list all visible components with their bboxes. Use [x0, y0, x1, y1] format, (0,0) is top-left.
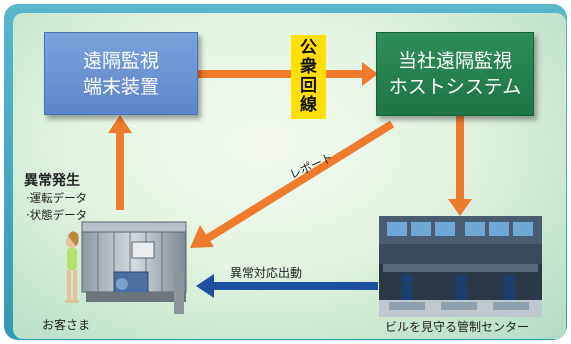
- customer-label: お客さま: [42, 318, 91, 332]
- public-line-label: 公 衆 回 線: [291, 35, 326, 119]
- arrow-dispatch-head: [196, 274, 214, 298]
- arrow-equipment-to-terminal-head: [108, 115, 132, 133]
- control-center-label: ビルを見守る管制センター: [385, 320, 530, 334]
- public-line-char: 公: [300, 38, 317, 58]
- remote-terminal-box: 遠隔監視 端末装置: [44, 32, 198, 115]
- control-center-illustration: [379, 216, 542, 317]
- remote-terminal-line2: 端末装置: [82, 75, 159, 98]
- public-line-char: 回: [300, 76, 317, 96]
- public-line-char: 衆: [300, 57, 317, 77]
- event-detail-status: ·状態データ: [26, 208, 88, 222]
- remote-terminal-line1: 遠隔監視: [82, 49, 159, 72]
- arrow-report-head: [190, 225, 214, 248]
- host-system-line1: 当社遠隔監視: [397, 50, 512, 72]
- arrow-terminal-to-host-head: [362, 62, 378, 86]
- arrow-report: [205, 120, 395, 242]
- host-system-line2: ホストシステム: [388, 76, 522, 98]
- dispatch-label: 異常対応出動: [230, 266, 303, 280]
- public-line-char: 線: [300, 95, 317, 115]
- host-system-box: 当社遠隔監視 ホストシステム: [376, 32, 534, 116]
- event-title: 異常発生: [24, 173, 80, 189]
- arrow-host-to-center-head: [448, 199, 472, 216]
- event-detail-operation: ·運転データ: [26, 191, 88, 205]
- customer-equipment-illustration: [65, 221, 187, 314]
